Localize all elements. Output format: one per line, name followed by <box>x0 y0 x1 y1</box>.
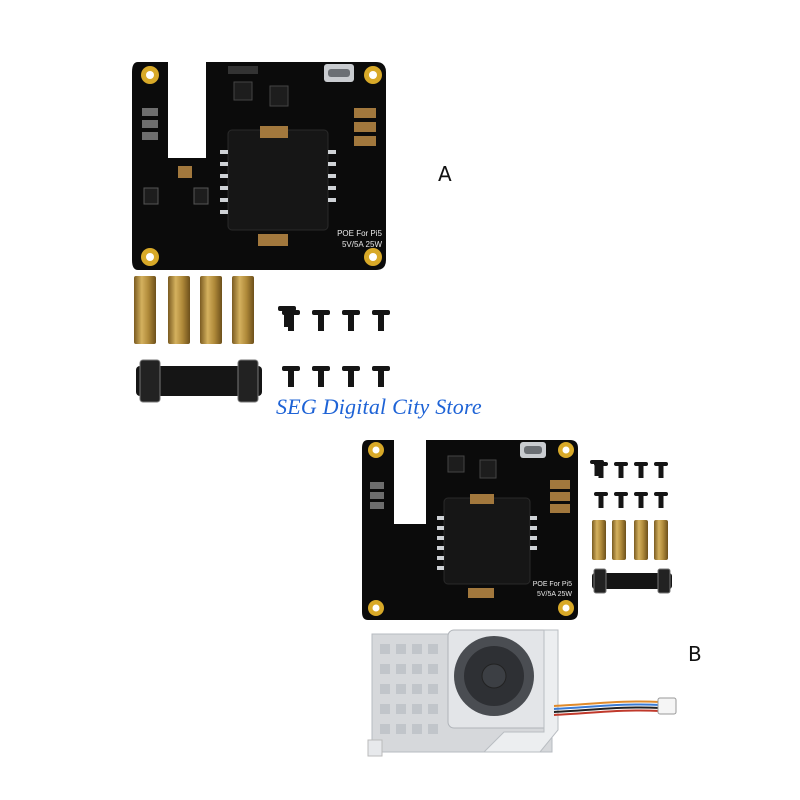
brass-standoffs-a <box>134 276 254 344</box>
poe-hat-board-a: POE For Pi5 5V/5A 25W <box>132 62 386 270</box>
store-watermark: SEG Digital City Store <box>276 394 482 419</box>
board-b-silk-line2: 5V/5A 25W <box>537 591 572 598</box>
screws-b <box>590 460 668 508</box>
variant-a-kit: POE For Pi5 5V/5A 25W A <box>132 62 452 403</box>
ffc-cable-a <box>136 359 262 403</box>
ffc-cable-b <box>592 568 672 594</box>
board-a-silk-line1: POE For Pi5 <box>337 229 382 238</box>
poe-hat-board-b: POE For Pi5 5V/5A 25W <box>362 440 578 620</box>
board-a-silk-line2: 5V/5A 25W <box>342 240 382 249</box>
variant-a-label: A <box>438 162 452 186</box>
variant-b-label: B <box>688 642 702 666</box>
screws-a <box>278 306 390 387</box>
active-cooler-fan <box>367 629 677 757</box>
board-b-silk-line1: POE For Pi5 <box>533 581 572 588</box>
brass-standoffs-b <box>592 520 668 560</box>
variant-b-kit: POE For Pi5 5V/5A 25W <box>0 420 800 800</box>
